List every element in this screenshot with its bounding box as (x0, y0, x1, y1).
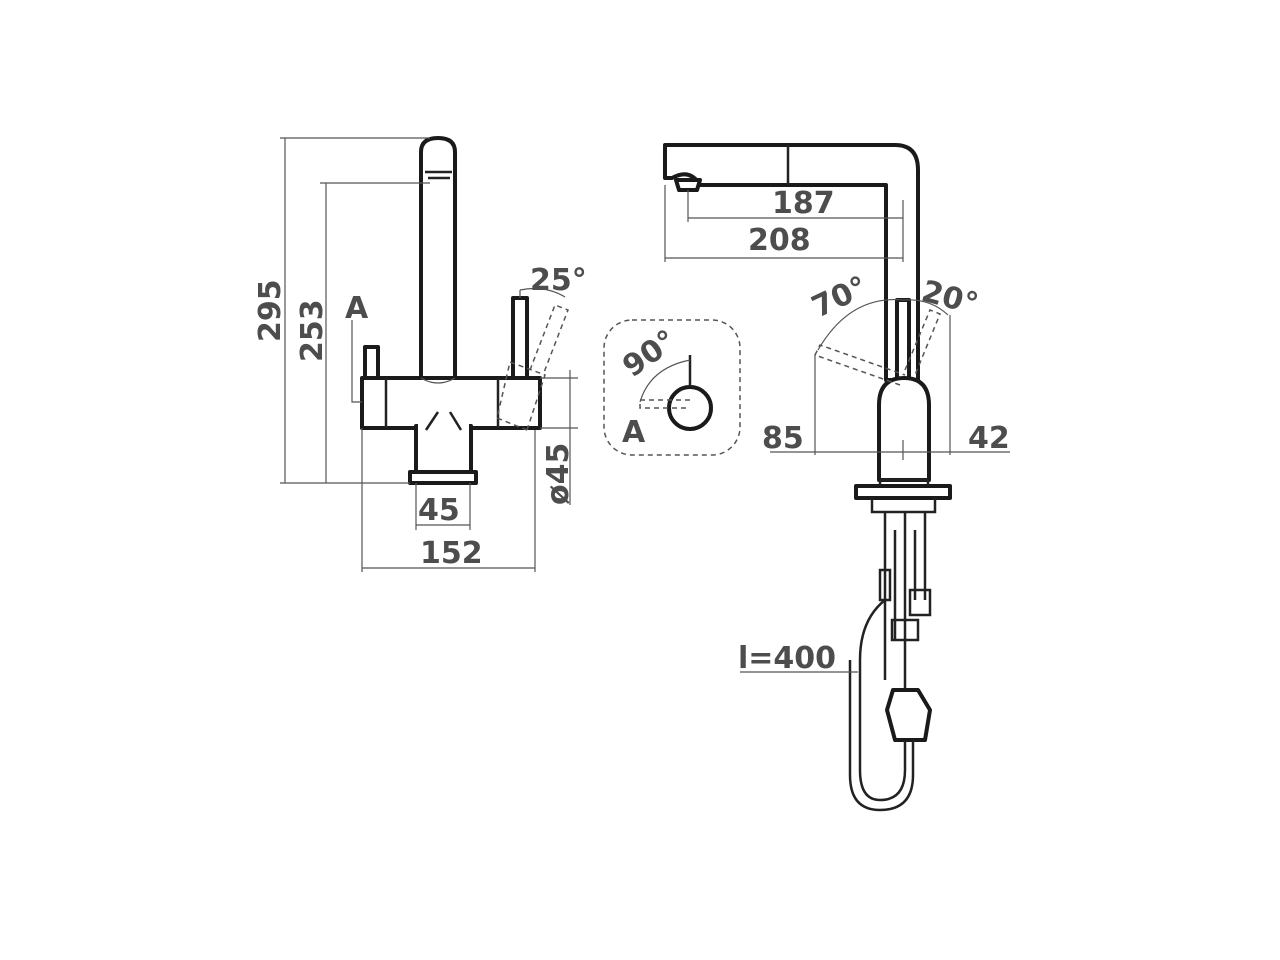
dim-base-45: 45 (418, 493, 460, 528)
dim-angle-25: 25° (530, 263, 587, 298)
mount-plate (854, 484, 952, 500)
dim-hose-length: l=400 (738, 641, 836, 676)
left-spout (419, 136, 457, 378)
dim-reach-208: 208 (748, 223, 811, 258)
label-a-left: A (345, 291, 369, 326)
detail-frame (603, 319, 741, 456)
dim-width-152: 152 (420, 536, 483, 571)
left-side-view: 295 253 A 25° 45 152 ø45 (253, 136, 587, 572)
dim-angle-90: 90° (617, 323, 684, 384)
dim-angle-70: 70° (807, 270, 873, 326)
dim-reach-187: 187 (772, 186, 835, 221)
dim-offset-85: 85 (762, 421, 804, 456)
dim-angle-20: 20° (918, 274, 982, 322)
right-body (877, 376, 931, 482)
right-lever-handle (895, 298, 911, 382)
left-base (408, 470, 478, 485)
top-view-detail: 90° A (603, 319, 741, 456)
label-a-top: A (622, 415, 646, 450)
aerator (674, 178, 702, 192)
left-stem (414, 424, 473, 474)
left-body (360, 376, 542, 430)
right-side-view: 187 208 70° 20° 85 42 l=400 (663, 143, 1010, 812)
dim-offset-42: 42 (968, 421, 1010, 456)
dim-diameter-45: ø45 (541, 443, 576, 505)
dim-height-295: 295 (253, 279, 288, 342)
left-small-handle (363, 345, 380, 380)
weight-ball (885, 688, 932, 742)
right-spout (663, 143, 920, 382)
dim-height-253: 253 (295, 299, 330, 362)
